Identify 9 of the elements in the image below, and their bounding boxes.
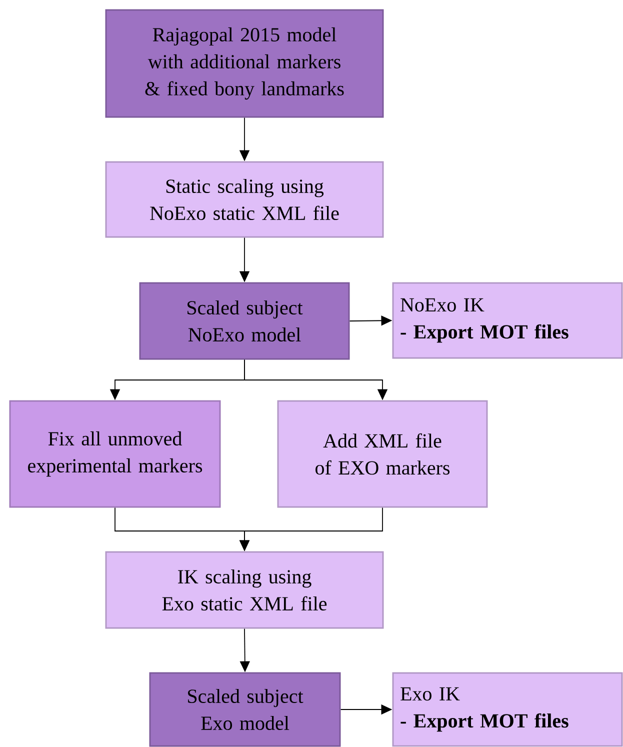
process-box: Scaled subject NoExo model xyxy=(139,282,350,360)
process-box: IK scaling using Exo static XML file xyxy=(105,551,384,629)
process-box: Rajagopal 2015 model with additional markers & fixed bony landmarks xyxy=(105,9,384,118)
process-box: Add XML file of EXO markers xyxy=(277,400,488,508)
process-box: Static scaling using NoExo static XML file xyxy=(105,161,384,238)
process-box: Fix all unmoved experimental markers xyxy=(9,400,221,508)
process-box: Exo IK - Export MOT files xyxy=(392,672,623,747)
process-box: Scaled subject Exo model xyxy=(149,672,341,747)
process-box: NoExo IK - Export MOT files xyxy=(392,282,623,359)
